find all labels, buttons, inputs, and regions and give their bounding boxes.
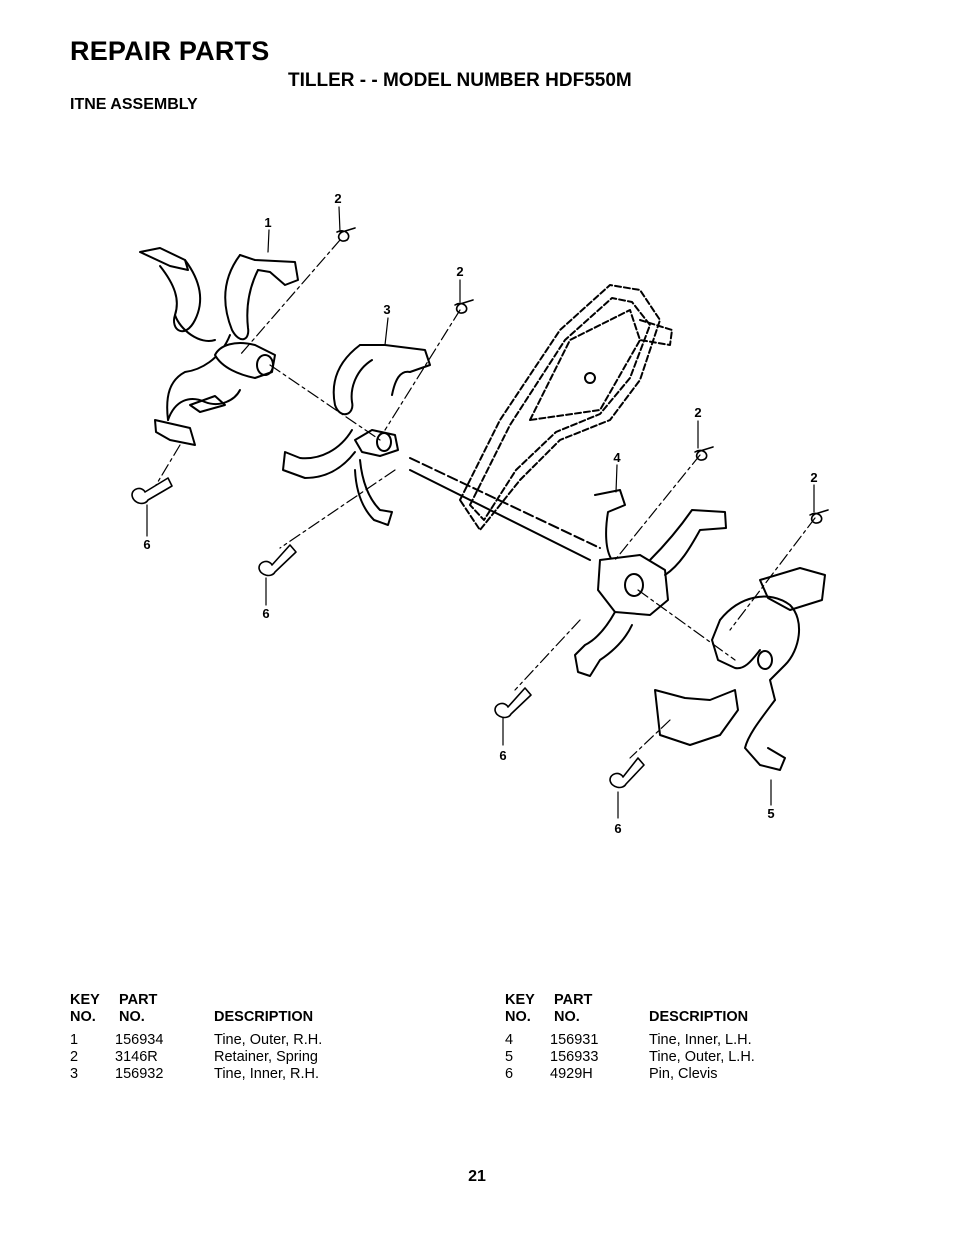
page-number: 21 [468, 1168, 486, 1185]
part-header: PART [119, 992, 158, 1008]
part-header: PART [554, 992, 593, 1008]
key-header: NO. [505, 1009, 531, 1025]
inner-tine-rh-drawing [282, 344, 431, 526]
section-title: ITNE ASSEMBLY [70, 96, 198, 113]
table-row-part: 4929H [550, 1066, 593, 1082]
callout-label: 2 [334, 191, 341, 206]
table-row-key: 2 [70, 1049, 79, 1065]
callout-label: 2 [694, 405, 701, 420]
table-row-key: 5 [505, 1049, 514, 1065]
callout-label: 6 [262, 606, 269, 621]
model-subtitle: TILLER - - MODEL NUMBER HDF550M [288, 70, 632, 91]
description-header: DESCRIPTION [214, 1009, 314, 1025]
part-header: NO. [119, 1009, 145, 1025]
callout-label: 2 [810, 470, 817, 485]
callout-label: 2 [456, 264, 463, 279]
page-title: REPAIR PARTS [70, 36, 270, 66]
table-row-key: 3 [70, 1066, 79, 1082]
callout-label: 4 [613, 450, 621, 465]
table-row-key: 1 [70, 1032, 79, 1048]
callout-label: 6 [614, 821, 621, 836]
description-header: DESCRIPTION [649, 1009, 749, 1025]
table-row-description: Tine, Outer, L.H. [649, 1049, 755, 1065]
table-row-key: 4 [505, 1032, 514, 1048]
callout-label: 6 [499, 748, 506, 763]
outer-tine-lh-drawing [654, 567, 826, 771]
callout-label: 5 [767, 806, 774, 821]
table-row-description: Retainer, Spring [214, 1049, 318, 1065]
table-row-key: 6 [505, 1066, 514, 1082]
table-row-part: 3146R [115, 1049, 158, 1065]
table-row-part: 156933 [550, 1049, 599, 1065]
table-row-description: Tine, Inner, R.H. [214, 1066, 320, 1082]
table-row-description: Tine, Outer, R.H. [214, 1032, 323, 1048]
gear-case-drawing [459, 284, 673, 531]
callout-label: 1 [264, 215, 271, 230]
table-row-part: 156932 [115, 1066, 164, 1082]
table-row-part: 156931 [550, 1032, 599, 1048]
table-row-description: Pin, Clevis [649, 1066, 718, 1082]
table-row-description: Tine, Inner, L.H. [649, 1032, 752, 1048]
callout-label: 3 [383, 302, 390, 317]
outer-tine-rh-drawing [139, 247, 299, 446]
inner-tine-lh-drawing [574, 489, 727, 677]
table-row-part: 156934 [115, 1032, 164, 1048]
key-header: NO. [70, 1009, 96, 1025]
key-header: KEY [70, 992, 100, 1008]
callout-label: 6 [143, 537, 150, 552]
key-header: KEY [505, 992, 535, 1008]
part-header: NO. [554, 1009, 580, 1025]
